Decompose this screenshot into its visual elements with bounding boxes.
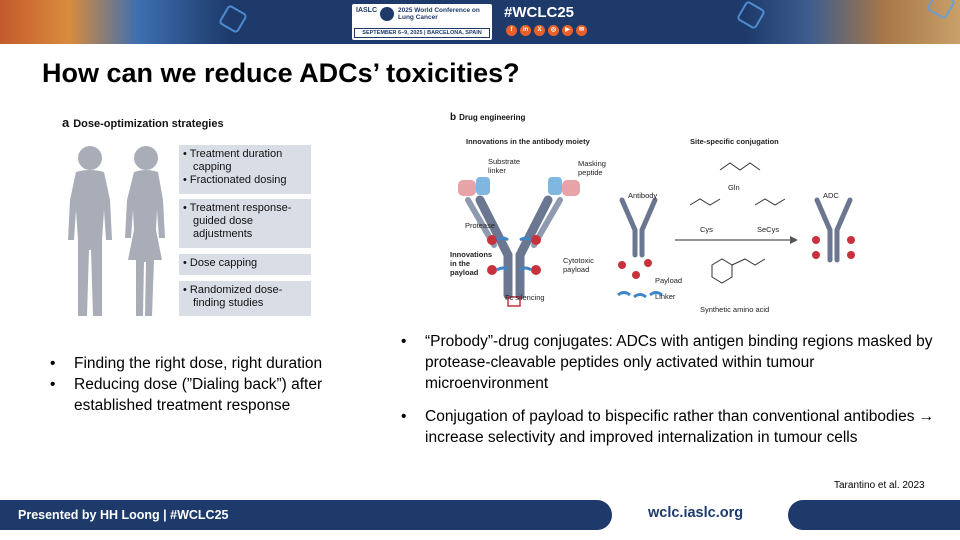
youtube-icon[interactable]: ▶ xyxy=(562,25,573,36)
antibody-moiety-heading: Innovations in the antibody moiety xyxy=(466,137,590,146)
figure-b-title: Drug engineering xyxy=(459,113,526,122)
label-substrate-linker: Substrate linker xyxy=(488,157,521,175)
footer-presenter-bar: Presented by HH Loong | #WCLC25 xyxy=(0,500,612,530)
instagram-icon[interactable]: ◎ xyxy=(548,25,559,36)
label-secys: SeCys xyxy=(757,225,780,234)
x-icon[interactable]: X xyxy=(534,25,545,36)
strategy-box-duration: • Treatment duration capping • Fractiona… xyxy=(179,145,311,194)
barcelona-photo-left xyxy=(0,0,230,44)
slide-title: How can we reduce ADCs’ toxicities? xyxy=(42,58,520,88)
label-innovations-payload: Innovations in the payload xyxy=(450,250,493,277)
bullet-item: Reducing dose (”Dialing back”) after est… xyxy=(50,374,340,416)
conference-hashtag: #WCLC25 xyxy=(504,4,575,21)
plain-antibody xyxy=(619,197,658,258)
figure-b-letter: b xyxy=(450,112,457,123)
strategy-box-response: • Treatment response-guided dose adjustm… xyxy=(179,199,311,248)
label-cys: Cys xyxy=(700,225,713,234)
label-fc-silencing: Fc silencing xyxy=(505,293,545,302)
bullet-item: Finding the right dose, right duration xyxy=(50,353,340,374)
social-icons: f in X ◎ ▶ ✉ xyxy=(506,25,587,36)
strategy-box-randomized: • Randomized dose-finding studies xyxy=(179,281,311,316)
strategy-item: • Treatment duration capping xyxy=(183,148,283,173)
label-protease: Protease xyxy=(465,221,496,230)
linkedin-icon[interactable]: in xyxy=(520,25,531,36)
engineered-antibody xyxy=(475,195,553,300)
presenter-text: Presented by HH Loong | #WCLC25 xyxy=(18,508,229,522)
wechat-icon[interactable]: ✉ xyxy=(576,25,587,36)
left-bullet-list: Finding the right dose, right duration R… xyxy=(50,353,340,416)
header-banner: IASLC 2025 World Conference on Lung Canc… xyxy=(0,0,960,44)
conference-dates: SEPTEMBER 6–9, 2025 | BARCELONA, SPAIN xyxy=(354,28,490,38)
globe-icon xyxy=(380,7,394,21)
conference-logo: IASLC 2025 World Conference on Lung Canc… xyxy=(352,4,492,40)
label-linker: Linker xyxy=(655,292,676,301)
label-cytotoxic-payload: Cytotoxic payload xyxy=(563,256,594,274)
footer-decoration-bar xyxy=(788,500,960,530)
label-adc: ADC xyxy=(823,191,839,200)
bullet-item: Conjugation of payload to bispecific rat… xyxy=(401,406,941,448)
barcelona-photo-right xyxy=(745,0,960,44)
strategy-box-capping: • Dose capping xyxy=(179,254,311,275)
strategy-item: • Dose capping xyxy=(183,257,258,269)
site-specific-heading: Site-specific conjugation xyxy=(690,137,779,146)
citation: Tarantino et al. 2023 xyxy=(834,480,925,491)
label-synthetic-amino-acid: Synthetic amino acid xyxy=(700,305,770,314)
bullet-item: “Probody”-drug conjugates: ADCs with ant… xyxy=(401,331,941,394)
iaslc-logo: IASLC xyxy=(356,7,377,14)
masking-peptide-shape xyxy=(476,177,490,195)
adc-antibody xyxy=(814,197,853,263)
protease-shape xyxy=(458,180,476,196)
conference-title: 2025 World Conference on Lung Cancer xyxy=(398,7,480,21)
figure-a-letter: a xyxy=(62,115,70,130)
facebook-icon[interactable]: f xyxy=(506,25,517,36)
figure-a-title: Dose-optimization strategies xyxy=(73,118,224,130)
strategy-item: • Randomized dose-finding studies xyxy=(183,284,283,309)
conference-url-link[interactable]: wclc.iaslc.org xyxy=(648,505,744,521)
label-antibody: Antibody xyxy=(628,191,658,200)
strategy-item: • Fractionated dosing xyxy=(183,174,287,186)
right-bullet-list: “Probody”-drug conjugates: ADCs with ant… xyxy=(401,331,941,448)
drug-engineering-diagram xyxy=(458,162,855,307)
strategy-item: • Treatment response-guided dose adjustm… xyxy=(183,202,292,240)
human-silhouettes xyxy=(68,146,165,316)
label-payload: Payload xyxy=(655,276,683,285)
label-masking-peptide: Masking peptide xyxy=(578,159,606,177)
label-gln: Gln xyxy=(728,183,740,192)
